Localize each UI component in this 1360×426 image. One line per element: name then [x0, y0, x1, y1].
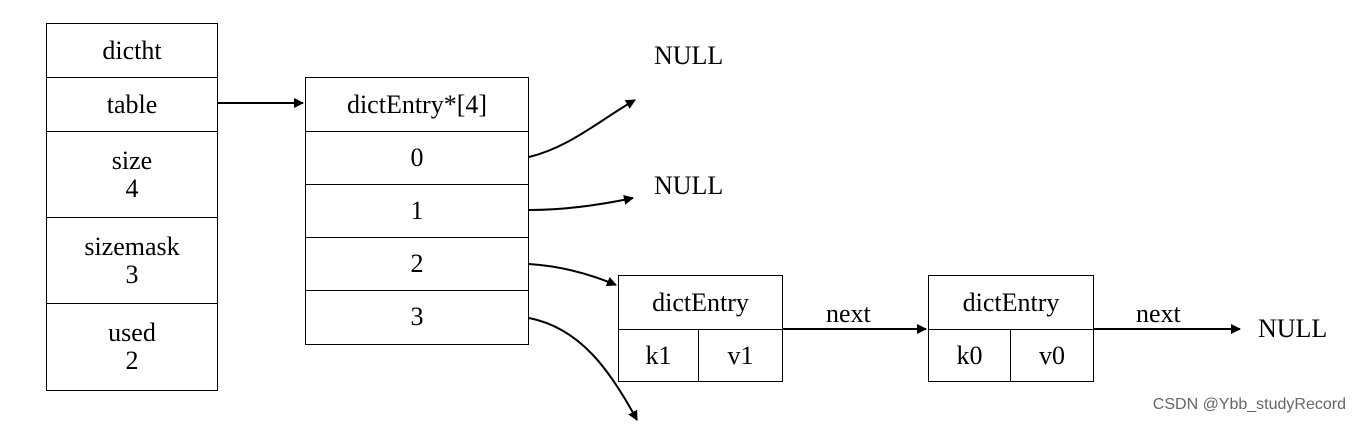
dict-entry-k0-value: v0 — [1039, 340, 1065, 370]
dict-entry-k0-node: dictEntry k0 v0 — [928, 275, 1094, 382]
dict-entry-k1-title: dictEntry — [652, 287, 749, 317]
dict-entry-k1-value: v1 — [727, 340, 754, 370]
dict-entry-k1-node: dictEntry k1 v1 — [618, 275, 783, 382]
dict-entry-k0-title: dictEntry — [962, 287, 1060, 317]
dictht-title: dictht — [102, 35, 162, 65]
dictht-node: dictht table size 4 sizemask 3 used 2 — [46, 23, 218, 391]
bucket-array-node: dictEntry*[4] 0 1 2 3 — [305, 77, 529, 345]
null-label-chain-end: NULL — [1258, 314, 1328, 343]
dictht-title-cell: dictht — [47, 24, 217, 78]
bucket-slot-label: 1 — [410, 196, 424, 225]
dictht-used-label: used — [108, 317, 156, 347]
dict-entry-k1-key: k1 — [619, 330, 699, 381]
dict-entry-k0-title-cell: dictEntry — [929, 276, 1093, 330]
dict-entry-k0-kv-row: k0 v0 — [929, 330, 1093, 381]
dict-entry-k1-title-cell: dictEntry — [619, 276, 782, 330]
dict-entry-k1-kv-row: k1 v1 — [619, 330, 782, 381]
edge-slot3-to-offscreen — [528, 317, 638, 421]
dictht-table-cell: table — [47, 78, 217, 132]
dictht-size-value: 4 — [125, 173, 139, 203]
bucket-slot-2: 2 — [306, 238, 528, 291]
bucket-array-title: dictEntry*[4] — [346, 89, 488, 119]
dict-entry-k0-key: k0 — [929, 330, 1011, 381]
bucket-slot-1: 1 — [306, 185, 528, 238]
dictht-size-label: size — [111, 145, 153, 175]
bucket-slot-3: 3 — [306, 291, 528, 343]
bucket-array-title-cell: dictEntry*[4] — [306, 78, 528, 132]
bucket-slot-0: 0 — [306, 132, 528, 185]
dictht-sizemask-label: sizemask — [84, 231, 180, 261]
bucket-slot-label: 2 — [410, 249, 424, 278]
edge-slot0-to-null — [528, 99, 636, 158]
dictht-sizemask-cell: sizemask 3 — [47, 218, 217, 304]
dictht-table-label: table — [106, 89, 158, 119]
bucket-slot-label: 0 — [410, 143, 424, 172]
dictht-used-value: 2 — [125, 345, 139, 375]
edge-slot2-to-entry1 — [528, 263, 617, 287]
next-label-1: next — [826, 299, 871, 328]
dictht-size-cell: size 4 — [47, 132, 217, 218]
dictht-used-cell: used 2 — [47, 304, 217, 389]
null-label-slot-1: NULL — [654, 171, 724, 200]
watermark: CSDN @Ybb_studyRecord — [1152, 396, 1346, 413]
edge-slot1-to-null — [528, 194, 634, 211]
next-label-2: next — [1136, 299, 1181, 328]
dictht-sizemask-value: 3 — [125, 259, 139, 289]
bucket-slot-label: 3 — [410, 302, 424, 331]
null-label-slot-0: NULL — [654, 41, 724, 70]
